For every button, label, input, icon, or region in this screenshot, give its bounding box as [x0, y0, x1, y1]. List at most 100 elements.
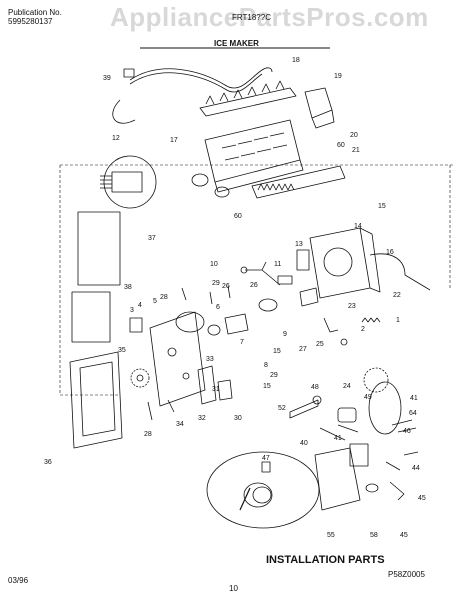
callout-number: 40 [300, 440, 308, 447]
section-title: ICE MAKER [214, 39, 259, 48]
harness-plug [100, 171, 143, 193]
front-cover [69, 351, 123, 449]
callout-number: 19 [334, 73, 342, 80]
figure-code: P58Z0005 [388, 570, 425, 579]
pad [71, 291, 111, 343]
callout-number: 14 [354, 223, 362, 230]
installation-parts-group [206, 367, 419, 529]
callout-number: 55 [327, 532, 335, 539]
drive-gear-hub [136, 374, 144, 382]
footer-page-number: 10 [229, 584, 238, 593]
callout-number: 45 [418, 495, 426, 502]
callout-number: 46 [403, 428, 411, 435]
callout-number: 32 [198, 415, 206, 422]
callout-number: 16 [386, 249, 394, 256]
heater-strip [251, 165, 346, 199]
callout-number: 24 [343, 383, 351, 390]
callout-number: 18 [292, 57, 300, 64]
ice-maker-cover [304, 87, 335, 129]
callout-number: 39 [103, 75, 111, 82]
callout-number: 60 [337, 142, 345, 149]
callout-number: 48 [311, 384, 319, 391]
small-plate [129, 317, 143, 333]
callout-number: 29 [270, 372, 278, 379]
callout-number: 21 [352, 147, 360, 154]
callout-number: 64 [409, 410, 417, 417]
washer [340, 338, 348, 346]
ejector-assembly [199, 80, 297, 117]
callout-number: 7 [240, 339, 244, 346]
callout-number: 22 [393, 292, 401, 299]
callout-number: 37 [148, 235, 156, 242]
callout-number: 2 [361, 326, 365, 333]
callout-number: 44 [412, 465, 420, 472]
callout-number: 17 [170, 137, 178, 144]
ice-mold [191, 119, 304, 198]
gear [258, 298, 278, 312]
switch-bracket [224, 313, 249, 335]
callout-number: 49 [364, 394, 372, 401]
callout-number: 34 [176, 421, 184, 428]
callout-number: 29 [212, 280, 220, 287]
wiring-harness-strand [129, 72, 263, 93]
callout-number: 3 [130, 307, 134, 314]
connector-detail-circle [103, 155, 157, 209]
callout-number: 52 [278, 405, 286, 412]
model-number: FRT18??C [232, 13, 271, 22]
callout-number: 36 [44, 459, 52, 466]
callout-number: 38 [124, 284, 132, 291]
screws [147, 399, 175, 421]
insulation-pad [77, 211, 121, 286]
callout-number: 12 [112, 135, 120, 142]
callout-number: 41 [410, 395, 418, 402]
shutoff-arm [245, 261, 281, 286]
footer-date: 03/96 [8, 576, 29, 585]
callout-number: 23 [348, 303, 356, 310]
spring-clip [277, 275, 293, 285]
wiring-harness [129, 67, 273, 89]
callout-number: 8 [264, 362, 268, 369]
lever [323, 317, 339, 333]
callout-number: 30 [234, 415, 242, 422]
callout-number: 15 [273, 348, 281, 355]
callout-number: 31 [212, 386, 220, 393]
arm-pivot [240, 266, 248, 274]
bracket [197, 365, 217, 405]
callout-number: 5 [153, 298, 157, 305]
callout-number: 20 [350, 132, 358, 139]
switch [296, 249, 310, 271]
callout-number: 15 [263, 383, 271, 390]
installation-parts-label: INSTALLATION PARTS [266, 554, 385, 566]
callout-number: 1 [396, 317, 400, 324]
motor-hub [207, 324, 221, 336]
callout-number: 15 [378, 203, 386, 210]
motor-housing [309, 227, 431, 299]
callout-number: 58 [370, 532, 378, 539]
callout-number: 6 [216, 304, 220, 311]
callout-number: 10 [210, 261, 218, 268]
zone-boundary [59, 164, 455, 396]
callout-number: 45 [400, 532, 408, 539]
thermostat [217, 379, 233, 401]
watermark: AppliancePartsPros.com [110, 2, 429, 32]
harness-loop [112, 99, 136, 124]
spring [361, 317, 381, 323]
callout-number: 26 [222, 283, 230, 290]
callout-number: 13 [295, 241, 303, 248]
callout-number: 4 [138, 302, 142, 309]
callout-number: 27 [299, 346, 307, 353]
callout-number: 28 [160, 294, 168, 301]
callout-number: 9 [283, 331, 287, 338]
mounting-plate [149, 311, 206, 407]
callout-number: 35 [118, 347, 126, 354]
motor [175, 311, 205, 333]
cam [299, 287, 319, 307]
callout-number: 41 [334, 435, 342, 442]
publication-number: 5995280137 [8, 17, 53, 26]
publication-label: Publication No. [8, 8, 62, 17]
callout-number: 28 [144, 431, 152, 438]
